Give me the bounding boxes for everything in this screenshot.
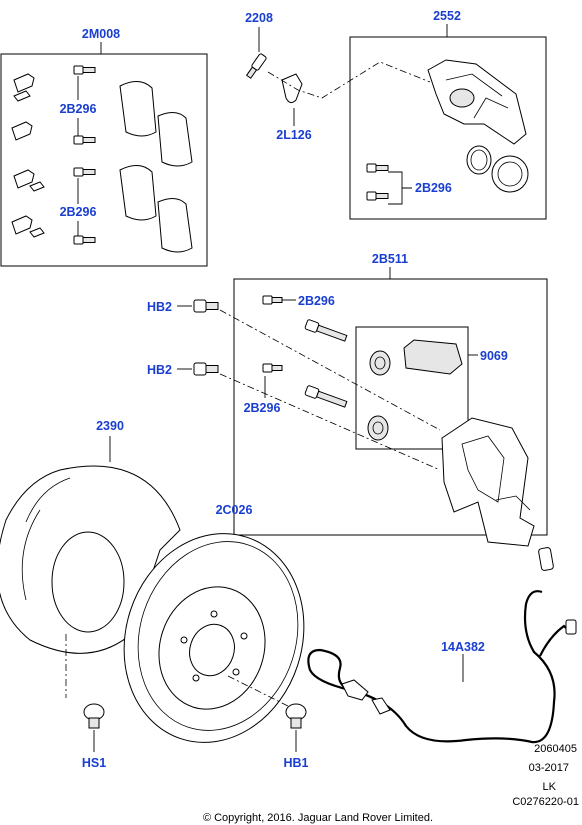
- callout-HB2-upper[interactable]: HB2: [147, 300, 172, 314]
- hb2-bolt-lower: [193, 362, 219, 376]
- bleed-cap: [281, 73, 303, 104]
- author-initials: LK: [543, 781, 557, 793]
- hb2-bolt-upper: [193, 299, 219, 313]
- guide-bolts: [262, 295, 348, 408]
- copyright: © Copyright, 2016. Jaguar Land Rover Lim…: [203, 812, 433, 824]
- callout-2B296-carrier-lower[interactable]: 2B296: [244, 401, 281, 415]
- carrier-box: [233, 278, 548, 536]
- callout-2552[interactable]: 2552: [433, 9, 461, 23]
- callout-2B511[interactable]: 2B511: [372, 252, 408, 266]
- callout-HB1[interactable]: HB1: [283, 756, 308, 770]
- callout-9069[interactable]: 9069: [480, 349, 508, 363]
- hs1-screw: [83, 703, 105, 729]
- callout-2C026[interactable]: 2C026: [216, 503, 253, 517]
- reference-number: 2060405: [534, 743, 577, 755]
- callout-2B296-caliper[interactable]: 2B296: [415, 181, 452, 195]
- guide-boot-box: [355, 326, 469, 450]
- callout-2M008[interactable]: 2M008: [82, 27, 120, 41]
- callout-2390[interactable]: 2390: [96, 419, 124, 433]
- guide-boots: [367, 350, 391, 441]
- wear-sensor-harness: [307, 547, 577, 744]
- brake-caliper: [427, 59, 527, 145]
- hb1-screw: [285, 703, 307, 729]
- anti-rattle-clips: [11, 73, 45, 238]
- callout-2B296-carrier-upper[interactable]: 2B296: [298, 294, 335, 308]
- brake-pads: [119, 81, 193, 253]
- pad-kit-box: [0, 53, 208, 267]
- drawing-id: C0276220-01: [512, 796, 579, 808]
- caliper-bolts: [366, 163, 389, 201]
- bleed-screw: [245, 53, 267, 79]
- caliper-box: [349, 36, 547, 220]
- callout-2208[interactable]: 2208: [245, 11, 273, 25]
- callout-HB2-lower[interactable]: HB2: [147, 363, 172, 377]
- grease-sachet: [403, 339, 463, 375]
- brake-disc: [123, 533, 305, 743]
- revision-date: 03-2017: [529, 762, 569, 774]
- pad-bolts: [73, 65, 96, 245]
- callout-2B296-pad-lower[interactable]: 2B296: [60, 205, 97, 219]
- caliper-carrier: [441, 417, 535, 547]
- callout-14A382[interactable]: 14A382: [441, 640, 485, 654]
- callout-HS1[interactable]: HS1: [82, 756, 106, 770]
- piston-seals: [466, 145, 529, 193]
- callout-2L126[interactable]: 2L126: [276, 128, 311, 142]
- callout-2B296-pad-upper[interactable]: 2B296: [60, 102, 97, 116]
